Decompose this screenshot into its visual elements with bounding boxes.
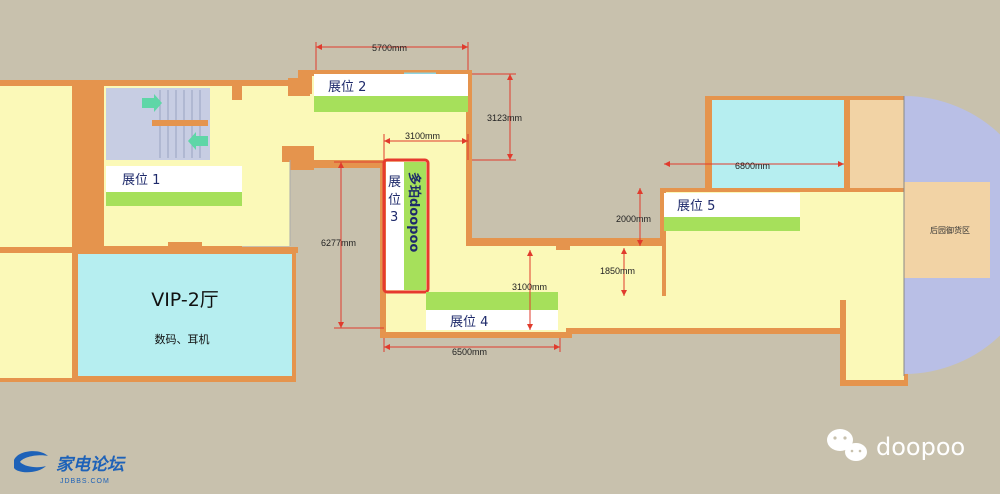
forum-name: 家电论坛	[56, 455, 126, 475]
booth-4-label: 展位 4	[450, 315, 488, 330]
booth-5-label: 展位 5	[677, 199, 715, 214]
booth-3-panel	[386, 162, 404, 290]
dim-3123: 3123mm	[487, 113, 522, 123]
booth-3-label-line2: 位	[388, 193, 401, 208]
storage-room	[712, 100, 844, 188]
wechat-icon-bubble	[845, 443, 867, 461]
up-arrow-icon	[142, 94, 162, 112]
booth-1-green	[106, 192, 242, 206]
booth-2[interactable]	[314, 74, 468, 112]
dim-1850: 1850mm	[600, 266, 635, 276]
booth-5[interactable]	[664, 193, 800, 231]
booth-3[interactable]	[382, 158, 430, 294]
forum-url: JDBBS.COM	[60, 478, 110, 485]
dimension-lines	[315, 42, 844, 352]
stair-wall	[72, 86, 104, 246]
booth-3-green	[404, 162, 426, 290]
booth-2-label: 展位 2	[328, 80, 366, 95]
down-arrow-icon	[188, 132, 208, 150]
booth-4[interactable]	[426, 292, 558, 330]
booth-2-panel	[314, 74, 468, 96]
booth-3-label-line3: 3	[390, 210, 398, 225]
vip-room-subtitle: 数码、耳机	[155, 332, 210, 346]
booth-1-label: 展位 1	[122, 173, 160, 188]
wechat-icon	[827, 429, 853, 451]
wall-segment	[232, 80, 242, 100]
side-room	[850, 100, 904, 188]
dim-5700: 5700mm	[372, 43, 407, 53]
dim-3100-bottom: 3100mm	[512, 282, 547, 292]
dim-6800: 6800mm	[735, 161, 770, 171]
back-garden-room	[904, 182, 990, 278]
top-wall	[0, 80, 242, 86]
booth-4-green	[426, 292, 558, 310]
dim-2000: 2000mm	[616, 214, 651, 224]
booth-5-green	[664, 217, 800, 231]
booth-3-highlight	[382, 158, 430, 294]
wall-pillar	[288, 78, 310, 96]
wechat-account-name: doopoo	[876, 433, 965, 461]
booth-1-panel	[106, 166, 242, 192]
wall-pillar	[282, 146, 314, 162]
dim-3100-top: 3100mm	[405, 131, 440, 141]
wall-pillar	[556, 240, 570, 250]
vip-room	[78, 254, 292, 376]
dim-6500: 6500mm	[452, 347, 487, 357]
booth-5-panel	[664, 193, 800, 217]
wechat-watermark: doopoo	[827, 429, 965, 461]
booth-3-brand: 多珀doopoo	[406, 172, 422, 252]
wall-pillar	[168, 242, 202, 250]
forum-logo: 家电论坛 JDBBS.COM	[14, 451, 126, 485]
dim-6277: 6277mm	[321, 238, 356, 248]
booth-2-green	[314, 96, 468, 112]
wall-segment	[0, 378, 296, 382]
stair-landing	[152, 120, 208, 126]
dimension-arrowheads	[316, 44, 844, 350]
booth-1[interactable]	[106, 166, 242, 206]
vip-room-title: VIP-2厅	[151, 289, 219, 311]
booth-3-label-line1: 展	[388, 175, 401, 190]
booth-4-panel	[426, 310, 558, 330]
forum-swoosh-icon	[14, 451, 48, 473]
back-garden-label: 后园御货区	[930, 225, 970, 235]
